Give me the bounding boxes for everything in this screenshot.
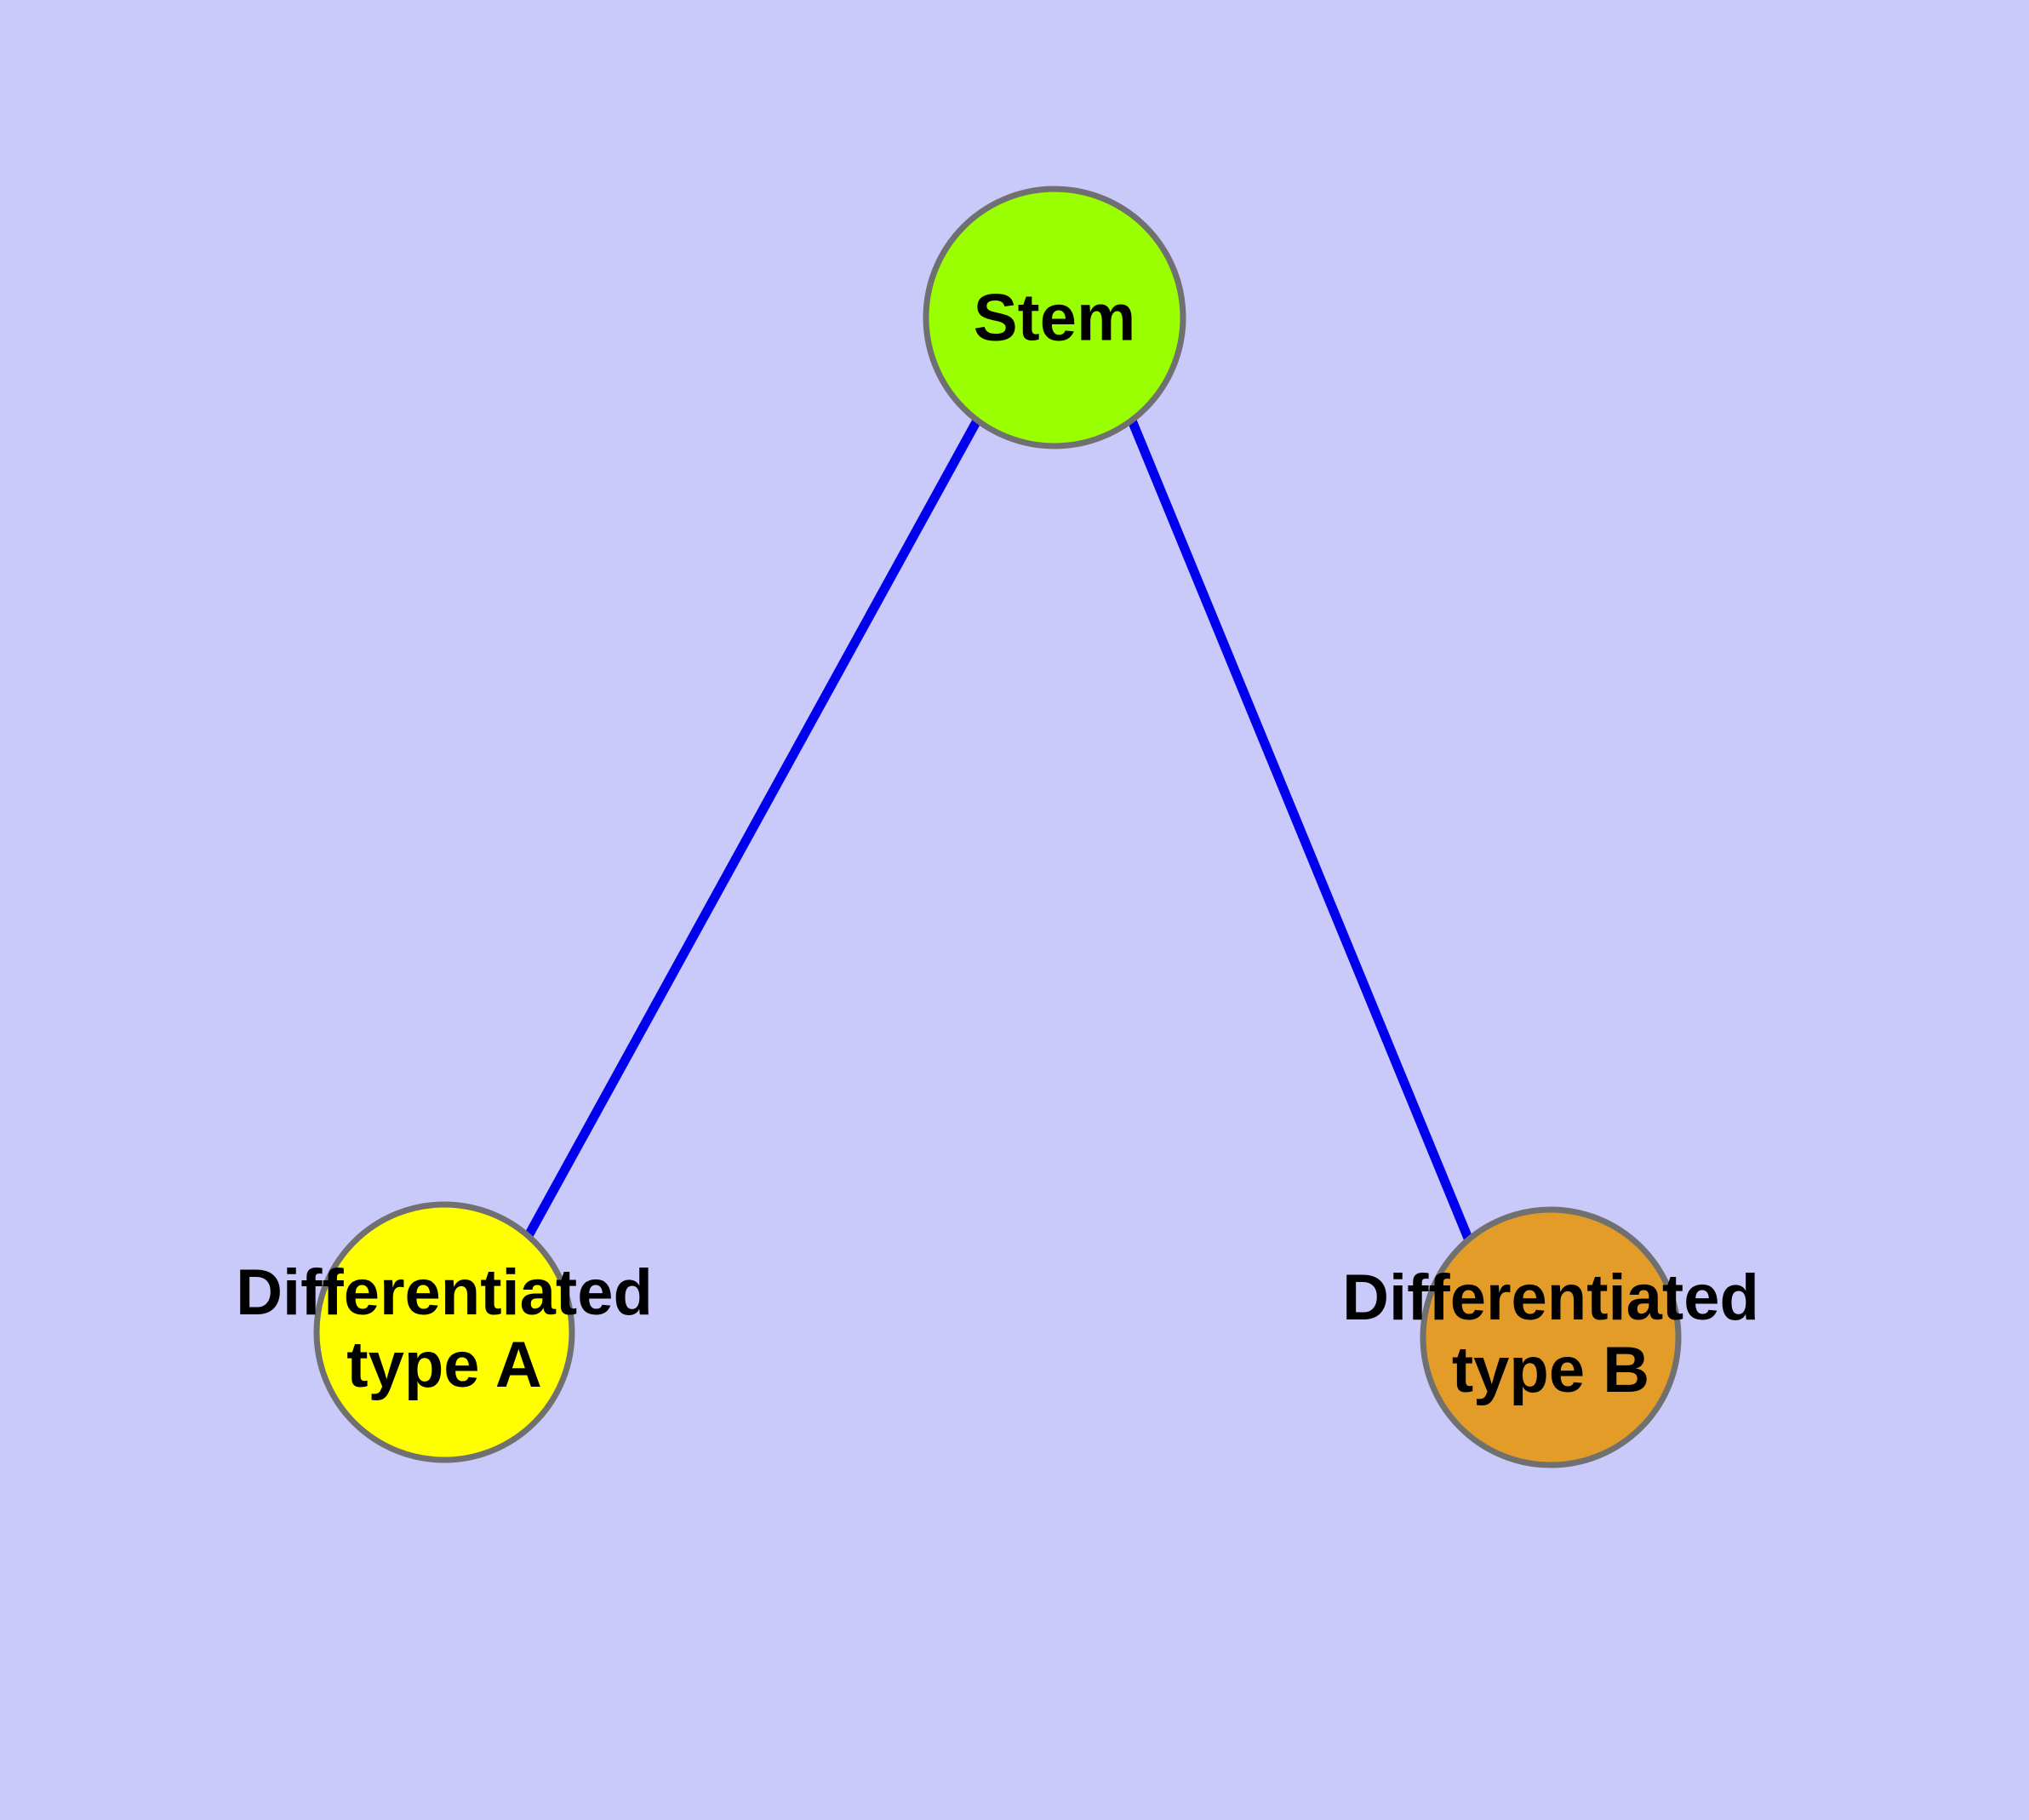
edge-layer xyxy=(517,418,1480,1257)
edge-stem-to-differentiated-a[interactable] xyxy=(517,418,981,1251)
node-differentiated-type-b[interactable] xyxy=(1420,1206,1682,1468)
node-stem[interactable] xyxy=(923,186,1186,449)
node-layer xyxy=(313,186,1682,1468)
edge-stem-to-differentiated-b[interactable] xyxy=(1127,418,1480,1257)
node-differentiated-type-a[interactable] xyxy=(313,1201,575,1463)
